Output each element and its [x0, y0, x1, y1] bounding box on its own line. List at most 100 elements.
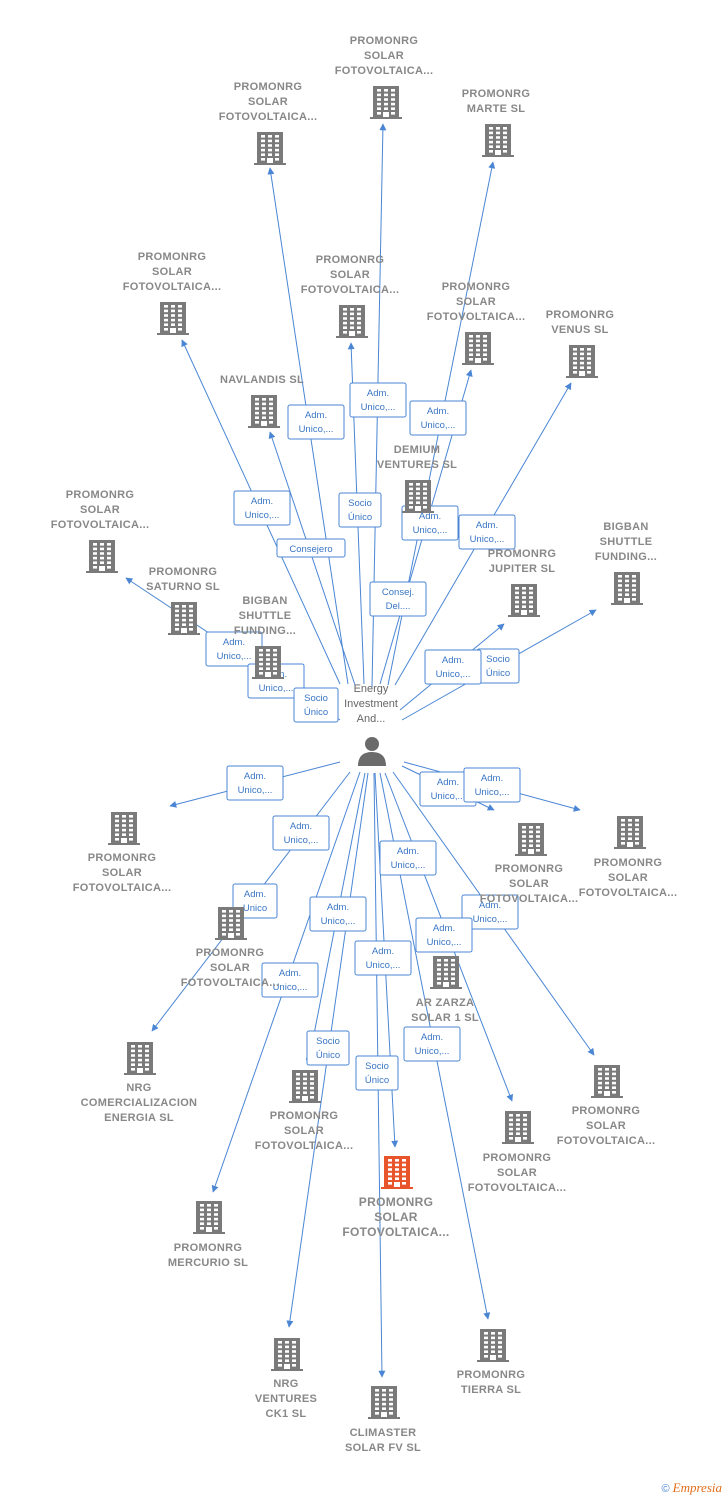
node-label[interactable]: TIERRA SL — [461, 1384, 521, 1396]
building-icon[interactable] — [168, 602, 200, 635]
building-icon[interactable] — [289, 1070, 321, 1103]
node-label[interactable]: PROMONRG — [442, 281, 510, 293]
node-label[interactable]: SOLAR — [497, 1167, 537, 1179]
node-label[interactable]: FOTOVOLTAICA... — [335, 65, 434, 77]
node-label[interactable]: SOLAR 1 SL — [411, 1012, 479, 1024]
building-icon[interactable] — [368, 1386, 400, 1419]
node-label[interactable]: SOLAR FV SL — [345, 1442, 421, 1454]
node-label[interactable]: FOTOVOLTAICA... — [468, 1182, 567, 1194]
building-icon[interactable] — [611, 572, 643, 605]
building-icon[interactable] — [614, 816, 646, 849]
node-label[interactable]: PROMONRG — [196, 947, 264, 959]
node-label[interactable]: MERCURIO SL — [168, 1257, 248, 1269]
node-label[interactable]: MARTE SL — [467, 103, 526, 115]
building-icon[interactable] — [566, 345, 598, 378]
building-icon[interactable] — [215, 907, 247, 940]
node-label[interactable]: FUNDING... — [234, 625, 296, 637]
edge-label[interactable]: Adm.Unico,... — [403, 1026, 461, 1062]
node-label[interactable]: AR ZARZA — [416, 997, 475, 1009]
edge-label[interactable]: Adm.Unico,... — [379, 840, 437, 876]
edge-label[interactable]: Adm.Unico,... — [287, 404, 345, 440]
building-icon[interactable] — [402, 480, 434, 513]
node-label[interactable]: SOLAR — [608, 872, 648, 884]
building-icon[interactable] — [252, 646, 284, 679]
building-icon[interactable] — [430, 956, 462, 989]
node-label[interactable]: PROMONRG — [149, 566, 217, 578]
edge-label[interactable]: Adm.Unico,... — [424, 649, 482, 685]
edge-label[interactable]: Adm.Unico,... — [233, 490, 291, 526]
node-label[interactable]: PROMONRG — [270, 1110, 338, 1122]
building-icon[interactable] — [502, 1111, 534, 1144]
node-label[interactable]: PROMONRG — [483, 1152, 551, 1164]
building-icon[interactable] — [381, 1156, 413, 1189]
node-label[interactable]: PROMONRG — [359, 1195, 433, 1209]
node-label[interactable]: FOTOVOLTAICA... — [181, 977, 280, 989]
edge-label[interactable]: Adm.Unico,... — [409, 400, 467, 436]
edge-label[interactable]: Adm.Unico,... — [354, 940, 412, 976]
edge-label[interactable]: Adm.Unico,... — [401, 505, 459, 541]
node-label[interactable]: PROMONRG — [88, 852, 156, 864]
node-label[interactable]: SOLAR — [364, 50, 404, 62]
node-label[interactable]: SOLAR — [284, 1125, 324, 1137]
node-label[interactable]: SATURNO SL — [146, 581, 220, 593]
node-label[interactable]: SOLAR — [374, 1210, 418, 1224]
node-label[interactable]: BIGBAN — [242, 595, 287, 607]
node-label[interactable]: SOLAR — [330, 269, 370, 281]
edge-label[interactable]: Adm.Unico,... — [415, 917, 473, 953]
building-icon[interactable] — [482, 124, 514, 157]
building-icon[interactable] — [515, 823, 547, 856]
node-label[interactable]: PROMONRG — [488, 548, 556, 560]
node-label[interactable]: FOTOVOLTAICA... — [73, 882, 172, 894]
node-label[interactable]: SOLAR — [456, 296, 496, 308]
node-label[interactable]: FOTOVOLTAICA... — [342, 1225, 449, 1239]
node-label[interactable]: VENTURES — [255, 1393, 317, 1405]
building-icon[interactable] — [477, 1329, 509, 1362]
building-icon[interactable] — [248, 395, 280, 428]
node-label[interactable]: NAVLANDIS SL — [220, 374, 304, 386]
node-label[interactable]: SHUTTLE — [239, 610, 292, 622]
node-label[interactable]: FOTOVOLTAICA... — [255, 1140, 354, 1152]
node-label[interactable]: PROMONRG — [495, 863, 563, 875]
edge-label[interactable]: Adm.Unico,... — [272, 815, 330, 851]
edge-label[interactable]: Adm.Unico,... — [226, 765, 284, 801]
building-icon[interactable] — [86, 540, 118, 573]
node-label[interactable]: FOTOVOLTAICA... — [557, 1135, 656, 1147]
edge-label[interactable]: Adm.Unico,... — [463, 767, 521, 803]
node-label[interactable]: PROMONRG — [66, 489, 134, 501]
node-label[interactable]: FOTOVOLTAICA... — [579, 887, 678, 899]
node-label[interactable]: PROMONRG — [234, 81, 302, 93]
node-label[interactable]: DEMIUM — [394, 444, 440, 456]
node-label[interactable]: BIGBAN — [603, 521, 648, 533]
node-label[interactable]: SOLAR — [586, 1120, 626, 1132]
node-label[interactable]: PROMONRG — [138, 251, 206, 263]
node-label[interactable]: SOLAR — [80, 504, 120, 516]
building-icon[interactable] — [336, 305, 368, 338]
node-label[interactable]: CLIMASTER — [350, 1427, 417, 1439]
node-label[interactable]: VENTURES SL — [377, 459, 457, 471]
building-icon[interactable] — [157, 302, 189, 335]
node-label[interactable]: FUNDING... — [595, 551, 657, 563]
node-label[interactable]: SHUTTLE — [600, 536, 653, 548]
building-icon[interactable] — [462, 332, 494, 365]
building-icon[interactable] — [108, 812, 140, 845]
edge-label[interactable]: Adm.Unico,... — [261, 962, 319, 998]
edge-label[interactable]: Consejero — [276, 538, 346, 558]
node-label[interactable]: SOLAR — [248, 96, 288, 108]
building-icon[interactable] — [591, 1065, 623, 1098]
node-label[interactable]: NRG — [126, 1082, 151, 1094]
node-label[interactable]: PROMONRG — [316, 254, 384, 266]
node-label[interactable]: SOLAR — [102, 867, 142, 879]
building-icon[interactable] — [254, 132, 286, 165]
node-label[interactable]: COMERCIALIZACION — [81, 1097, 198, 1109]
node-label[interactable]: PROMONRG — [572, 1105, 640, 1117]
node-label[interactable]: PROMONRG — [594, 857, 662, 869]
node-label[interactable]: PROMONRG — [457, 1369, 525, 1381]
person-node[interactable]: EnergyInvestmentAnd... — [344, 683, 398, 766]
building-icon[interactable] — [193, 1201, 225, 1234]
node-label[interactable]: FOTOVOLTAICA... — [51, 519, 150, 531]
node-label[interactable]: NRG — [273, 1378, 298, 1390]
building-icon[interactable] — [124, 1042, 156, 1075]
